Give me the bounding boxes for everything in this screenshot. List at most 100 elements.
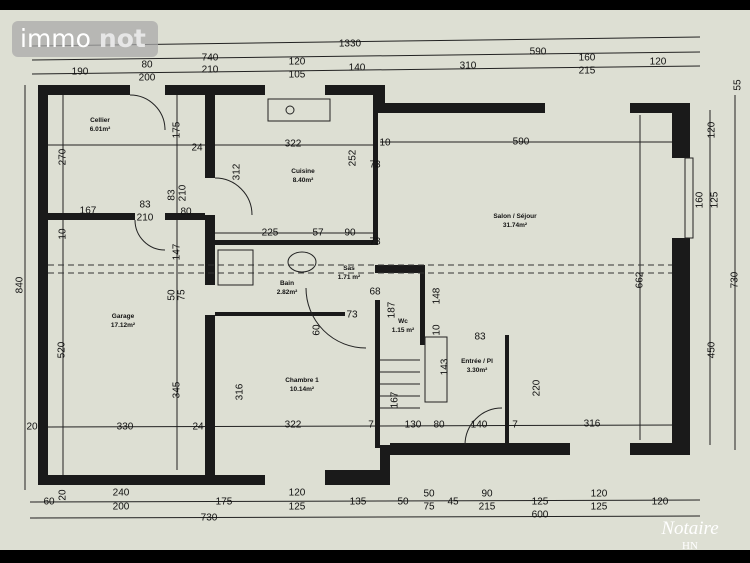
dimension-label: 68 [369,287,381,298]
dimension-label: 75 [177,289,188,301]
dimension-label: 125 [532,497,549,508]
dimension-label: 73 [369,237,381,248]
dimension-label: 252 [348,149,359,166]
dimension-label: 24 [192,422,204,433]
dimension-label: 600 [532,510,549,521]
room-area: 10.14m² [290,386,315,393]
dimension-label: 83 [139,200,151,211]
dimension-label: 345 [172,381,183,398]
dimension-label: 160 [579,53,596,64]
dimension-label: 80 [141,60,153,71]
dimension-label: 210 [137,213,154,224]
dimension-label: 220 [532,379,543,396]
dimension-label: 120 [591,489,608,500]
dimension-label: 90 [344,228,356,239]
dimension-label: 210 [202,65,219,76]
dimension-label: 190 [72,67,89,78]
dimension-label: 60 [312,324,323,336]
dimension-label: 316 [584,419,601,430]
dimension-label: 10 [432,324,443,336]
room-name: Entrée / Pl [461,358,493,365]
dimension-label: 80 [433,420,445,431]
dimension-label: 175 [172,121,183,138]
dimension-label: 120 [289,488,306,499]
fixtures [129,94,694,446]
dimension-label: 105 [289,70,306,81]
dimension-label: 50 [167,289,178,301]
room-area: 1.15 m² [392,327,415,334]
dimension-label: 50 [397,497,409,508]
dimension-label: 90 [481,489,493,500]
dimension-label: 120 [289,57,306,68]
notaire-watermark: Notaire HN [640,430,740,560]
dimension-label: 215 [579,66,596,77]
room-name: Bain [280,280,294,287]
dimension-label: 57 [312,228,324,239]
dimension-label: 590 [513,137,530,148]
dimension-label: 7 [512,420,518,431]
dimension-label: 120 [707,121,718,138]
dashed-lines [48,264,672,274]
room-name: Cellier [90,117,110,124]
dimension-label: 167 [390,391,401,408]
dimension-label: 125 [710,191,721,208]
dimension-label: 120 [652,497,669,508]
dimension-label: 175 [216,497,233,508]
dimension-label: 83 [474,332,486,343]
room-name: Garage [112,313,135,320]
dimension-label: 160 [695,191,706,208]
dimension-label: 55 [733,79,744,91]
dimension-lines [24,36,736,519]
dimension-label: 270 [58,148,69,165]
dimension-label: 590 [530,47,547,58]
dimension-label: 140 [349,63,366,74]
watermark-sub: HN [682,540,698,552]
dimension-label: 24 [191,143,203,154]
dimension-label: 147 [172,243,183,260]
dimension-label: 125 [289,502,306,513]
dimension-label: 200 [139,73,156,84]
dimension-label: 740 [202,53,219,64]
dimension-label: 1330 [339,39,362,50]
dimension-label: 225 [262,228,279,239]
dimension-label: 50 [423,489,435,500]
room-name: Chambre 1 [285,377,319,384]
room-area: 3.30m² [467,367,488,374]
watermark-name: Notaire [661,518,719,539]
walls [38,85,690,485]
dimension-label: 20 [58,489,69,501]
room-area: 31.74m² [503,222,528,229]
dimension-label: 60 [43,497,55,508]
room-area: 17.12m² [111,322,136,329]
dimension-label: 730 [730,271,741,288]
dimension-label: 215 [479,502,496,513]
dimension-label: 167 [80,206,97,217]
dimension-label: 450 [707,341,718,358]
dimension-label: 130 [405,420,422,431]
logo-text-immo: immo [20,24,91,53]
dimension-label: 143 [440,358,451,375]
room-area: 1.71 m² [338,274,361,281]
dimension-label: 10 [379,138,391,149]
dimension-label: 135 [350,497,367,508]
dimension-label: 312 [232,163,243,180]
dimension-label: 330 [117,422,134,433]
room-name: Cuisine [291,168,315,175]
dimension-label: 80 [180,207,192,218]
dimension-label: 120 [650,57,667,68]
dimension-label: 662 [635,271,646,288]
logo-text-not: not [98,24,146,53]
immonot-logo: immo not [12,21,158,57]
dimension-label: 83 [167,189,178,201]
dimension-label: 322 [285,139,302,150]
dimension-label: 730 [201,513,218,524]
dimension-label: 322 [285,420,302,431]
room-area: 8.40m² [293,177,314,184]
dimension-label: 210 [178,184,189,201]
dimension-label: 75 [423,502,435,513]
